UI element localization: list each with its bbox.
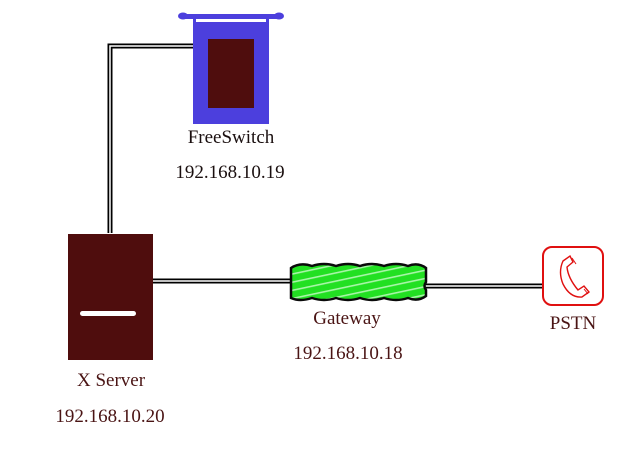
- gateway-cable-icon[interactable]: [289, 262, 428, 302]
- xserver-ip-label: 192.168.10.20: [55, 406, 165, 427]
- telephone-icon[interactable]: [542, 246, 604, 306]
- freeswitch-ip-label: 192.168.10.19: [175, 162, 285, 183]
- link-xserver-freeswitch: [107, 43, 196, 233]
- gateway-name-label: Gateway: [313, 308, 381, 329]
- gateway-ip-label: 192.168.10.18: [293, 343, 403, 364]
- xserver-name-label: X Server: [76, 370, 146, 391]
- pstn-name-label: PSTN: [549, 313, 597, 334]
- server-tower-icon[interactable]: [68, 234, 153, 360]
- freeswitch-server-icon[interactable]: [178, 12, 284, 125]
- freeswitch-name-label: FreeSwitch: [187, 127, 275, 148]
